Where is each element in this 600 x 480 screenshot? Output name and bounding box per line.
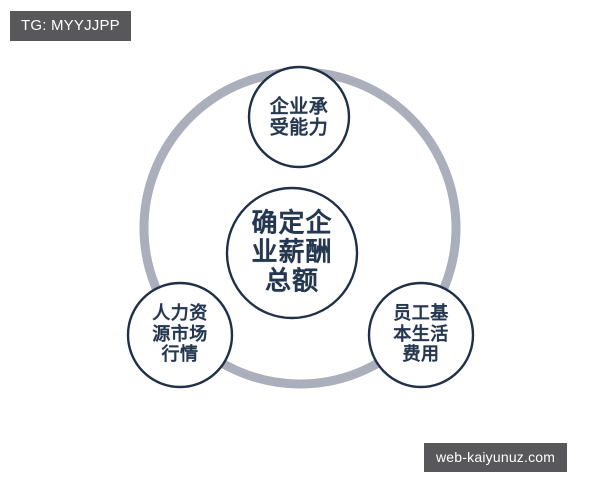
node-circle-right[interactable] (367, 281, 475, 389)
node-circle-top[interactable] (247, 65, 351, 169)
node-circle-center[interactable] (225, 186, 359, 320)
watermark-bottom-right: web-kaiyunuz.com (424, 443, 568, 472)
watermark-top-left: TG: MYYJJPP (10, 11, 131, 41)
node-circle-left[interactable] (126, 281, 234, 389)
